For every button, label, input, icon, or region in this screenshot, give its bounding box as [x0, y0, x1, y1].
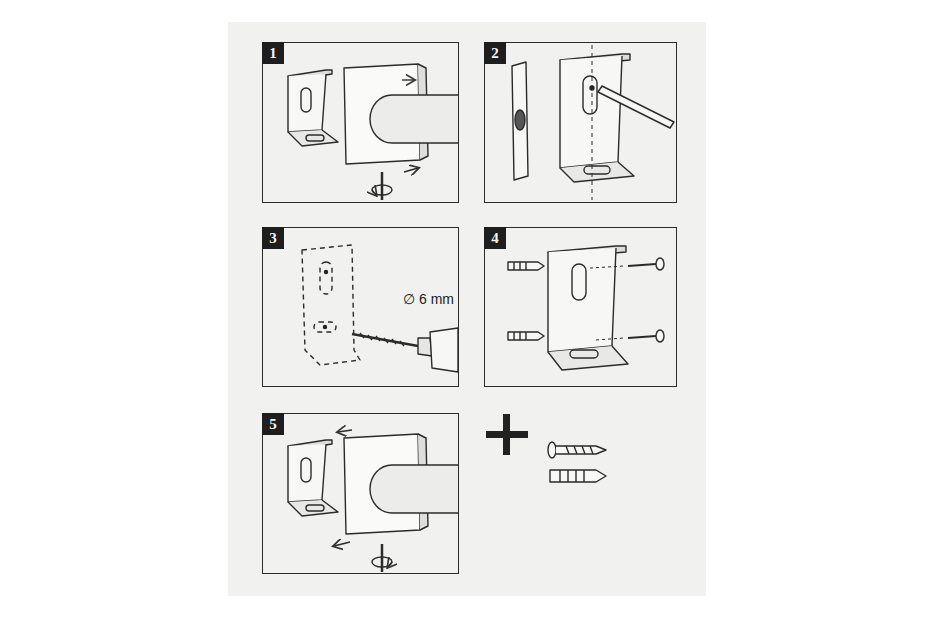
step-number: 1 — [262, 42, 284, 64]
bracket — [548, 246, 628, 370]
screw — [548, 442, 606, 458]
bracket — [288, 70, 338, 146]
step-number: 3 — [262, 227, 284, 249]
pipe-holder — [344, 64, 459, 200]
wall-anchor — [550, 470, 606, 482]
step-number: 2 — [484, 42, 506, 64]
step-number: 5 — [262, 413, 284, 435]
wall-anchor — [508, 262, 544, 340]
step-panel: 3 — [262, 227, 459, 387]
step-panel: 1 — [262, 42, 459, 203]
spirit-level — [512, 62, 528, 180]
bracket — [560, 45, 674, 200]
screw — [590, 258, 664, 342]
bracket-outline — [302, 245, 360, 365]
step-number: 4 — [484, 227, 506, 249]
step-panel: 2 — [484, 42, 677, 203]
dimension-label: ∅ 6 mm — [401, 291, 456, 307]
step-panel: 5 — [262, 413, 459, 574]
pipe-holder — [334, 430, 459, 572]
step-panel: 4 — [484, 227, 677, 387]
plus-sign — [486, 414, 528, 455]
bracket — [288, 440, 338, 516]
